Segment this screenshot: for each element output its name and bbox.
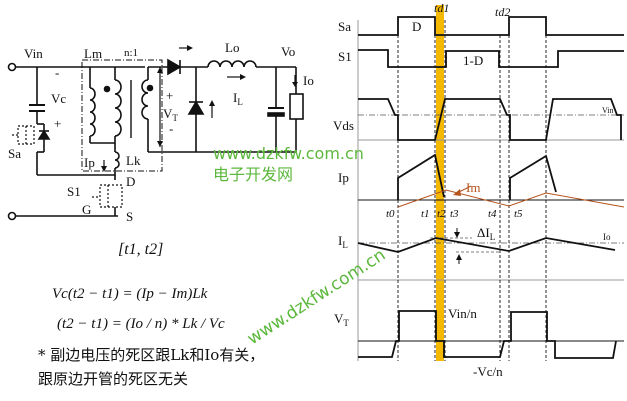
rectifier-diode-icon xyxy=(167,58,182,76)
time-mark-t5: t5 xyxy=(514,208,523,220)
vc-label: Vc xyxy=(51,91,66,106)
arrow-icon xyxy=(454,232,460,238)
vt-label: VT xyxy=(163,106,178,123)
io-level-label: Io xyxy=(603,232,611,242)
dead-time-highlight xyxy=(436,5,444,361)
row-label-ip: Ip xyxy=(338,170,349,185)
lm-label: Lm xyxy=(84,46,102,61)
freewheel-diode-icon xyxy=(187,100,205,115)
row-label-vds: Vds xyxy=(333,118,354,133)
il-label: IL xyxy=(233,90,243,107)
duty-label: D xyxy=(412,19,421,34)
s1-label: S1 xyxy=(67,184,81,199)
lo-inductor-icon xyxy=(207,60,257,68)
ratio-label: n:1 xyxy=(124,47,138,59)
vt-minus: - xyxy=(169,121,173,136)
time-mark-t4: t4 xyxy=(488,208,497,220)
watermark-name: 电子开发网 xyxy=(213,165,293,184)
lo-label: Lo xyxy=(225,40,239,55)
im-label: Im xyxy=(466,180,480,195)
lk-inductor-icon xyxy=(114,151,120,169)
sa-diode-icon xyxy=(37,129,51,140)
ground-terminal xyxy=(7,211,17,221)
interval-label: [t1, t2] xyxy=(118,241,163,258)
arrow-icon xyxy=(101,166,107,172)
equation-2: (t2 − t1) = (Io / n) * Lk / Vc xyxy=(57,316,225,332)
time-mark-t1: t1 xyxy=(421,208,430,220)
watermark-url-diagonal: www.dzkfw.com.cn xyxy=(244,245,389,349)
vc-minus: - xyxy=(55,65,59,80)
equation-1: Vc(t2 − t1) = (Ip − Im)Lk xyxy=(52,286,208,302)
io-label: Io xyxy=(303,73,314,88)
circuit-schematic xyxy=(7,45,304,221)
watermark-url: www.dzkfw.com.cn xyxy=(213,144,364,163)
lk-label: Lk xyxy=(126,153,141,168)
ip-label: Ip xyxy=(84,155,95,170)
vo-label: Vo xyxy=(281,44,295,59)
time-mark-t0: t0 xyxy=(386,208,395,220)
sa-mosfet-icon xyxy=(12,125,35,145)
row-label-sa: Sa xyxy=(338,19,351,34)
arrow-icon xyxy=(292,82,298,87)
lm-inductor-icon xyxy=(89,87,96,137)
transformer-box xyxy=(81,59,163,172)
vin-over-n-label: Vin/n xyxy=(448,306,477,321)
arrow-icon xyxy=(157,67,163,73)
td2-label: td2 xyxy=(495,5,510,19)
row-label-il: IL xyxy=(338,233,348,250)
output-capacitor-icon xyxy=(267,112,285,117)
vin-level-label: Vin xyxy=(602,106,614,115)
secondary-winding-icon xyxy=(141,79,149,120)
vc-plus: + xyxy=(54,116,61,131)
source-label: S xyxy=(126,209,133,224)
vt-plus: + xyxy=(166,88,173,103)
timing-waveforms xyxy=(357,5,625,361)
drain-label: D xyxy=(126,174,135,189)
time-mark-t2: t2 xyxy=(437,208,446,220)
one-minus-duty-label: 1-D xyxy=(463,53,483,68)
note-line-1: * 副边电压的死区跟Lk和Io有关， xyxy=(38,346,264,364)
delta-il-label: ΔIL xyxy=(477,225,495,242)
s1-mosfet-icon xyxy=(92,184,123,208)
load-resistor-icon xyxy=(289,93,304,120)
vin-label: Vin xyxy=(24,46,43,61)
arrow-icon xyxy=(456,254,462,260)
primary-winding-icon xyxy=(114,79,122,137)
arrow-icon xyxy=(240,74,246,80)
arrow-icon xyxy=(157,141,163,147)
row-label-vt: VT xyxy=(334,311,349,328)
arrow-icon xyxy=(187,45,193,51)
arrow-icon xyxy=(209,100,215,106)
neg-vc-over-n-label: -Vc/n xyxy=(473,364,503,379)
td1-label: td1 xyxy=(434,1,449,15)
row-label-s1: S1 xyxy=(338,49,352,64)
gate-label: G xyxy=(82,202,91,217)
note-line-2: 跟原边开管的死区无关 xyxy=(38,370,188,388)
im-arrow-icon xyxy=(453,189,461,196)
time-mark-t3: t3 xyxy=(450,208,459,220)
sa-label: Sa xyxy=(8,146,21,161)
vin-terminal xyxy=(7,62,17,72)
